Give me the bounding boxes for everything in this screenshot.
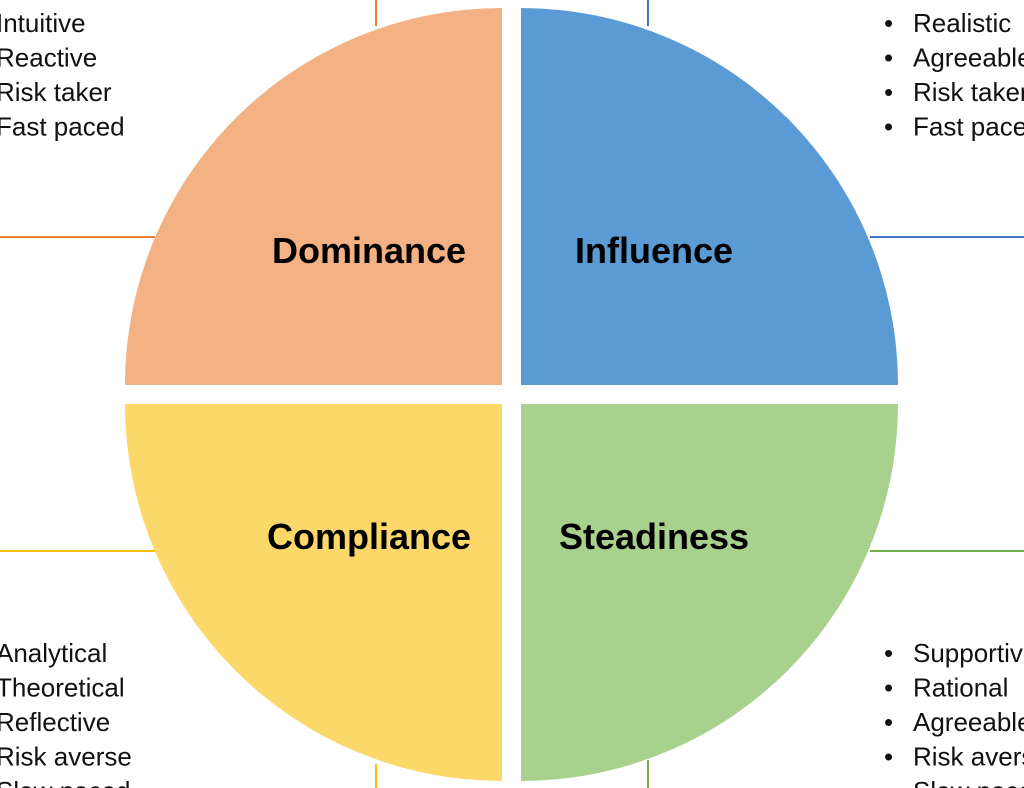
dominance-trait: Fast paced [0, 112, 125, 142]
compliance-quadrant [125, 404, 502, 781]
compliance-trait: Reflective [0, 707, 110, 737]
influence-trait: Fast paced [913, 112, 1024, 142]
steadiness-trait: Slow paced [913, 776, 1024, 788]
steadiness-quadrant [521, 404, 898, 781]
compliance-trait: Analytical [0, 638, 107, 668]
bullet-icon: • [884, 638, 893, 668]
steadiness-trait: Risk averse [913, 742, 1024, 772]
influence-quadrant [521, 8, 898, 385]
dominance-trait: Risk taker [0, 77, 112, 107]
steadiness-trait: Supportive [913, 638, 1024, 668]
steadiness-trait: Rational [913, 673, 1008, 703]
steadiness-label: Steadiness [559, 516, 749, 557]
bullet-icon: • [884, 77, 893, 107]
compliance-trait: Slow paced [0, 776, 130, 788]
dominance-label: Dominance [272, 230, 466, 271]
compliance-trait: Theoretical [0, 673, 125, 703]
influence-trait: Agreeable [913, 43, 1024, 73]
dominance-trait: Reactive [0, 43, 97, 73]
dominance-trait: Intuitive [0, 8, 86, 38]
bullet-icon: • [884, 8, 893, 38]
bullet-icon: • [884, 43, 893, 73]
bullet-icon: • [884, 673, 893, 703]
influence-trait: Realistic [913, 8, 1011, 38]
compliance-trait: Risk averse [0, 742, 132, 772]
influence-label: Influence [575, 230, 733, 271]
compliance-label: Compliance [267, 516, 471, 557]
steadiness-trait: Agreeable [913, 707, 1024, 737]
bullet-icon: • [884, 707, 893, 737]
bullet-icon: • [884, 742, 893, 772]
bullet-icon: • [884, 776, 893, 788]
dominance-quadrant [125, 8, 502, 385]
influence-trait: Risk taker [913, 77, 1024, 107]
bullet-icon: • [884, 112, 893, 142]
